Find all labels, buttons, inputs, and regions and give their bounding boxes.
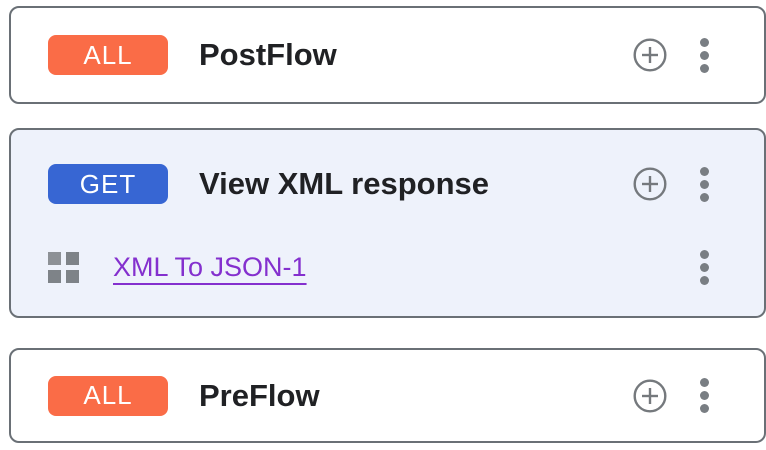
method-badge: ALL: [48, 375, 168, 416]
flow-card-view-xml-response[interactable]: GET View XML response XML To JSON-1: [9, 128, 766, 318]
method-badge-label: ALL: [83, 380, 133, 410]
flow-header-row: ALL PostFlow: [11, 35, 764, 75]
flow-header-row: GET View XML response: [11, 164, 764, 204]
flow-more-menu-button[interactable]: [698, 166, 710, 202]
policy-link[interactable]: XML To JSON-1: [113, 251, 307, 282]
add-policy-button[interactable]: [633, 38, 667, 72]
add-policy-button[interactable]: [633, 167, 667, 201]
method-badge: GET: [48, 164, 168, 204]
flow-title: PreFlow: [199, 377, 320, 413]
method-badge-label: GET: [79, 168, 137, 199]
policy-grid-icon: [48, 251, 79, 283]
more-vert-icon: [699, 249, 709, 259]
flow-header-row: ALL PreFlow: [11, 375, 764, 416]
flow-title: PostFlow: [199, 37, 337, 72]
flow-card-preflow[interactable]: ALL PreFlow: [9, 348, 766, 443]
more-vert-icon: [699, 378, 709, 387]
flow-card-postflow[interactable]: ALL PostFlow: [9, 6, 766, 104]
add-icon: [633, 38, 667, 72]
policy-more-menu-button[interactable]: [698, 249, 710, 285]
add-icon: [633, 167, 667, 201]
more-vert-icon: [699, 37, 709, 47]
policy-row: XML To JSON-1: [11, 246, 764, 288]
more-vert-icon: [699, 166, 709, 176]
flow-title: View XML response: [199, 166, 490, 201]
add-policy-button[interactable]: [633, 378, 667, 413]
method-badge: ALL: [48, 35, 168, 75]
add-icon: [633, 378, 667, 413]
flow-more-menu-button[interactable]: [698, 378, 710, 414]
method-badge-label: ALL: [83, 39, 133, 70]
flow-more-menu-button[interactable]: [698, 37, 710, 73]
